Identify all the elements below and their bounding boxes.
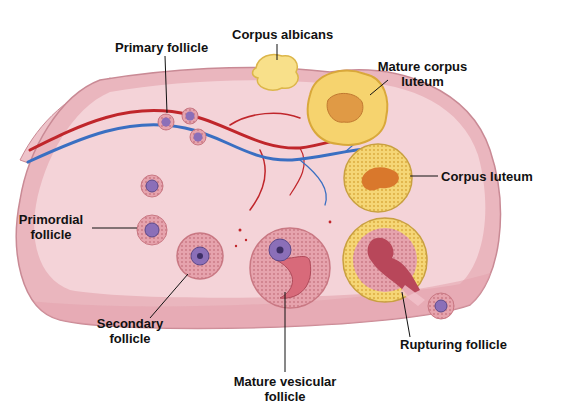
part-label: Primordial follicle <box>10 212 92 242</box>
vein <box>300 160 326 205</box>
primordial-follicles <box>137 175 167 245</box>
released-oocyte <box>428 293 454 319</box>
corpus-luteum-core <box>327 93 363 122</box>
mature-corpus-luteum <box>308 71 388 145</box>
follicle <box>177 233 223 279</box>
follicle <box>182 108 198 124</box>
artery <box>290 148 304 195</box>
oocyte <box>162 118 171 127</box>
part-label: Mature vesicular follicle <box>222 374 348 404</box>
part-label: Mature corpus luteum <box>375 59 470 89</box>
blood-dot <box>239 229 242 232</box>
artery <box>230 113 300 125</box>
corpus-luteum-body <box>344 144 412 212</box>
corpus-luteum <box>344 144 412 212</box>
follicle <box>141 175 163 197</box>
part-label: Secondary follicle <box>88 316 172 346</box>
follicle <box>158 114 174 130</box>
vesicular-follicle <box>250 228 330 308</box>
follicle <box>190 129 206 145</box>
leader-line <box>370 80 388 95</box>
antrum <box>272 257 311 299</box>
oocyte <box>145 223 159 237</box>
leader-line <box>277 44 278 60</box>
leader-line <box>410 176 438 177</box>
leader-line <box>285 292 286 372</box>
rupture <box>368 238 421 296</box>
follicle <box>137 215 167 245</box>
oocyte <box>186 112 195 121</box>
rupturing-follicle <box>343 218 454 319</box>
secondary-follicle <box>177 233 223 279</box>
nucleus <box>197 253 203 259</box>
primary-follicles <box>158 108 206 145</box>
leader-line <box>402 292 410 337</box>
follicle <box>250 228 330 308</box>
oocyte <box>146 180 158 192</box>
oocyte <box>435 300 447 312</box>
follicle-wall <box>343 218 427 302</box>
nucleus <box>277 247 284 254</box>
blood-dot <box>235 245 237 247</box>
part-label: Rupturing follicle <box>400 337 507 352</box>
ovary-inner <box>10 80 510 340</box>
part-label: Corpus albicans <box>232 27 333 42</box>
leader-line <box>150 274 188 318</box>
oocyte <box>194 133 203 142</box>
leader-line <box>92 228 137 229</box>
part-label: Primary follicle <box>115 40 208 55</box>
part-label: Corpus luteum <box>441 169 533 184</box>
artery <box>250 150 265 210</box>
oocyte <box>191 247 209 265</box>
blood-dot <box>329 221 332 224</box>
corpus-luteum-body <box>308 71 388 145</box>
leader-line <box>165 56 167 113</box>
blood-dot <box>245 239 247 241</box>
corpus-luteum-core <box>362 167 399 190</box>
corpus-albicans <box>253 55 299 91</box>
oocyte <box>269 239 291 261</box>
